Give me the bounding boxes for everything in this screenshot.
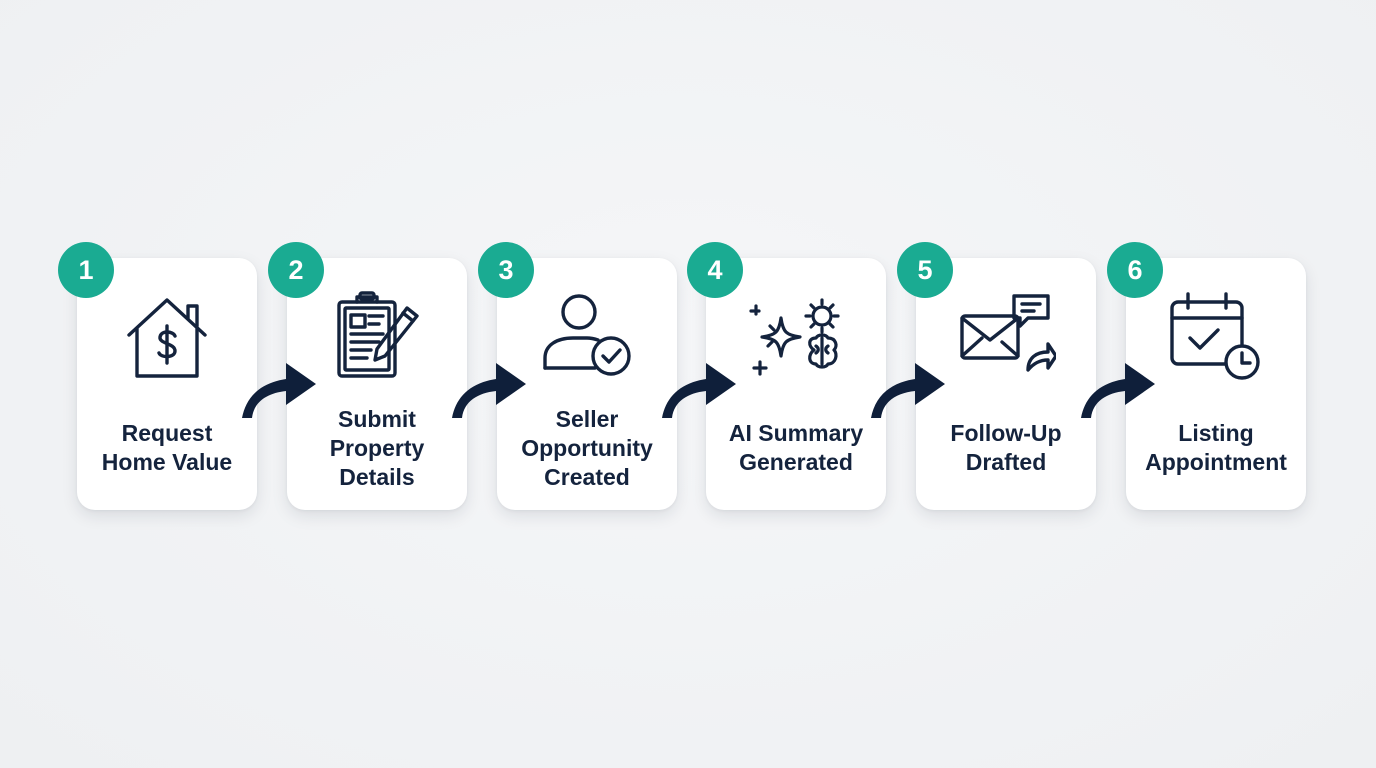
step-label: Submit Property Details (287, 398, 467, 498)
calendar-check-clock-icon (1166, 288, 1266, 388)
step-card (1126, 258, 1306, 510)
step-number-badge: 3 (478, 242, 534, 298)
step-number-badge: 6 (1107, 242, 1163, 298)
step-label-line: Home Value (101, 449, 233, 475)
step-5: 5 Follow-Up Drafted (897, 242, 1096, 510)
step-label-line: Appointment (1145, 449, 1287, 475)
step-label-line: Follow-Up (950, 420, 1062, 446)
curved-arrow-icon (452, 363, 526, 418)
step-label-line: Property (329, 434, 425, 461)
step-label-line: Opportunity (521, 434, 653, 461)
step-label-line: AI Summary (728, 420, 864, 446)
clipboard-pencil-icon (327, 288, 427, 388)
step-label-line: Submit (338, 405, 416, 432)
step-number-badge: 2 (268, 242, 324, 298)
step-3: 3 Seller Opportunity Created (478, 242, 677, 510)
sparkle-gear-brain-icon (746, 288, 846, 388)
step-label-line: Seller (555, 405, 619, 432)
curved-arrow-icon (242, 363, 316, 418)
step-number-badge: 4 (687, 242, 743, 298)
step-2: 2 Submit Property Details (268, 242, 467, 510)
step-number-badge: 1 (58, 242, 114, 298)
curved-arrow-icon (871, 363, 945, 418)
connector-1-2 (240, 355, 320, 425)
step-label-line: Generated (739, 449, 853, 475)
step-card (916, 258, 1096, 510)
step-label: Listing Appointment (1126, 398, 1306, 498)
step-label-line: Listing (1178, 420, 1254, 446)
step-number-badge: 5 (897, 242, 953, 298)
house-dollar-icon (117, 288, 217, 388)
step-label: Seller Opportunity Created (497, 398, 677, 498)
connector-2-3 (450, 355, 530, 425)
step-label: AI Summary Generated (706, 398, 886, 498)
step-label: Request Home Value (77, 398, 257, 498)
curved-arrow-icon (662, 363, 736, 418)
step-label-line: Created (544, 463, 630, 490)
connector-4-5 (869, 355, 949, 425)
step-label-line: Details (339, 463, 415, 490)
step-label: Follow-Up Drafted (916, 398, 1096, 498)
connector-3-4 (660, 355, 740, 425)
step-label-line: Request (121, 420, 213, 446)
step-label-line: Drafted (965, 449, 1047, 475)
step-6: 6 Listing Appointment (1107, 242, 1306, 510)
envelope-chat-forward-icon (956, 288, 1056, 388)
step-1: 1 Request Home Value (58, 242, 257, 510)
curved-arrow-icon (1081, 363, 1155, 418)
connector-5-6 (1079, 355, 1159, 425)
user-check-icon (537, 288, 637, 388)
